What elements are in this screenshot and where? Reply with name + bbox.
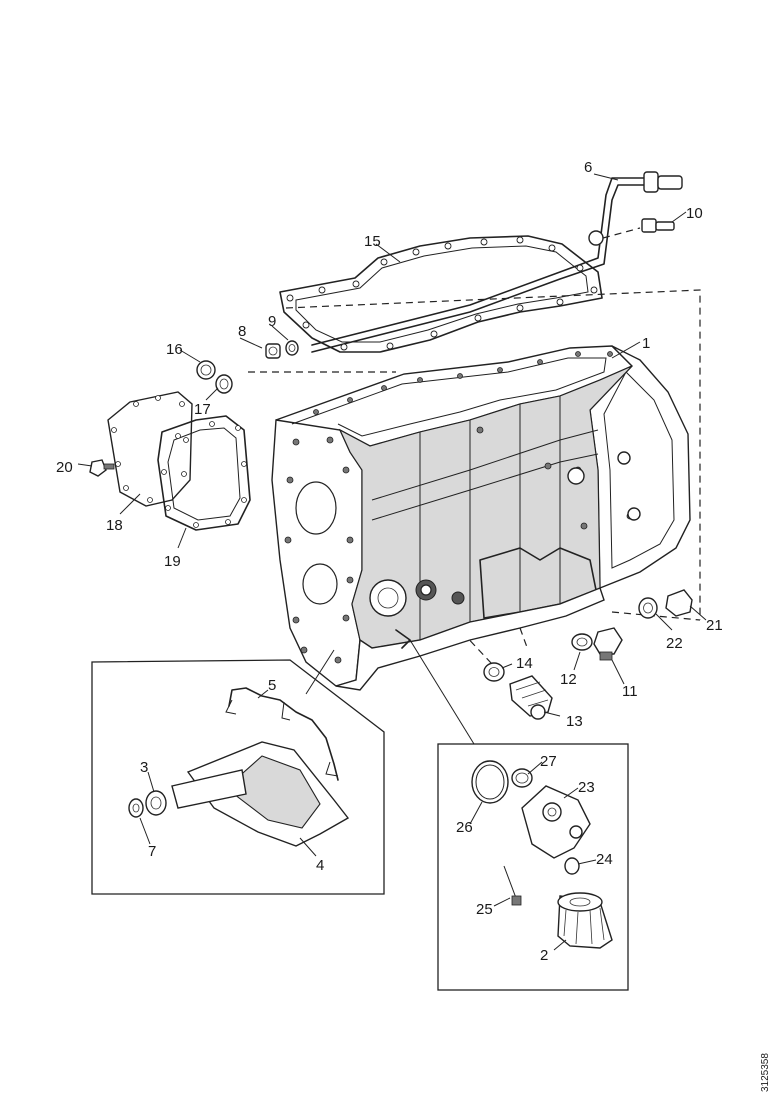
washer-22 bbox=[638, 597, 658, 619]
side-gasket bbox=[157, 415, 251, 531]
callout-8: 8 bbox=[238, 323, 246, 340]
callout-14: 14 bbox=[516, 655, 533, 672]
washer-14 bbox=[483, 662, 505, 682]
callout-6: 6 bbox=[584, 159, 592, 176]
callout-11: 11 bbox=[622, 683, 638, 700]
plug-8 bbox=[265, 343, 281, 359]
callout-26: 26 bbox=[456, 819, 473, 836]
callout-7: 7 bbox=[148, 843, 156, 860]
leader-lines bbox=[77, 173, 707, 951]
callout-23: 23 bbox=[578, 779, 595, 796]
callout-12: 12 bbox=[560, 671, 577, 688]
callout-20: 20 bbox=[56, 459, 73, 476]
callout-4: 4 bbox=[316, 857, 324, 874]
inset-oil-filter bbox=[395, 629, 629, 991]
side-cover bbox=[107, 391, 193, 507]
callout-17: 17 bbox=[194, 401, 211, 418]
callout-3: 3 bbox=[140, 759, 148, 776]
top-gasket bbox=[279, 235, 603, 353]
transmission-housing bbox=[271, 345, 691, 691]
callout-labels: 1 2 3 4 5 6 7 8 9 10 11 12 13 14 15 16 1… bbox=[56, 159, 771, 1092]
callout-25: 25 bbox=[476, 901, 493, 918]
callout-2: 2 bbox=[540, 947, 548, 964]
washer-9 bbox=[285, 340, 299, 356]
callout-24: 24 bbox=[596, 851, 613, 868]
inset-oil-strainer bbox=[91, 649, 385, 895]
callout-21: 21 bbox=[706, 617, 723, 634]
explosion-lines bbox=[248, 289, 701, 665]
callout-5: 5 bbox=[268, 677, 276, 694]
callout-13: 13 bbox=[566, 713, 583, 730]
plug-21 bbox=[665, 589, 693, 617]
callout-18: 18 bbox=[106, 517, 123, 534]
callout-27: 27 bbox=[540, 753, 557, 770]
reference-code: 3125358 bbox=[760, 1053, 771, 1092]
callout-16: 16 bbox=[166, 341, 183, 358]
callout-15: 15 bbox=[364, 233, 381, 250]
bolt-20 bbox=[89, 459, 115, 477]
callout-10: 10 bbox=[686, 205, 703, 222]
callout-22: 22 bbox=[666, 635, 683, 652]
callout-9: 9 bbox=[268, 313, 276, 330]
washer-17 bbox=[215, 374, 233, 394]
plug-11 bbox=[593, 627, 623, 661]
pipe-assembly bbox=[311, 171, 683, 353]
washer-12 bbox=[571, 633, 593, 651]
union-13 bbox=[509, 675, 553, 720]
callout-19: 19 bbox=[164, 553, 181, 570]
plug-16 bbox=[196, 360, 216, 380]
callout-1: 1 bbox=[642, 335, 650, 352]
